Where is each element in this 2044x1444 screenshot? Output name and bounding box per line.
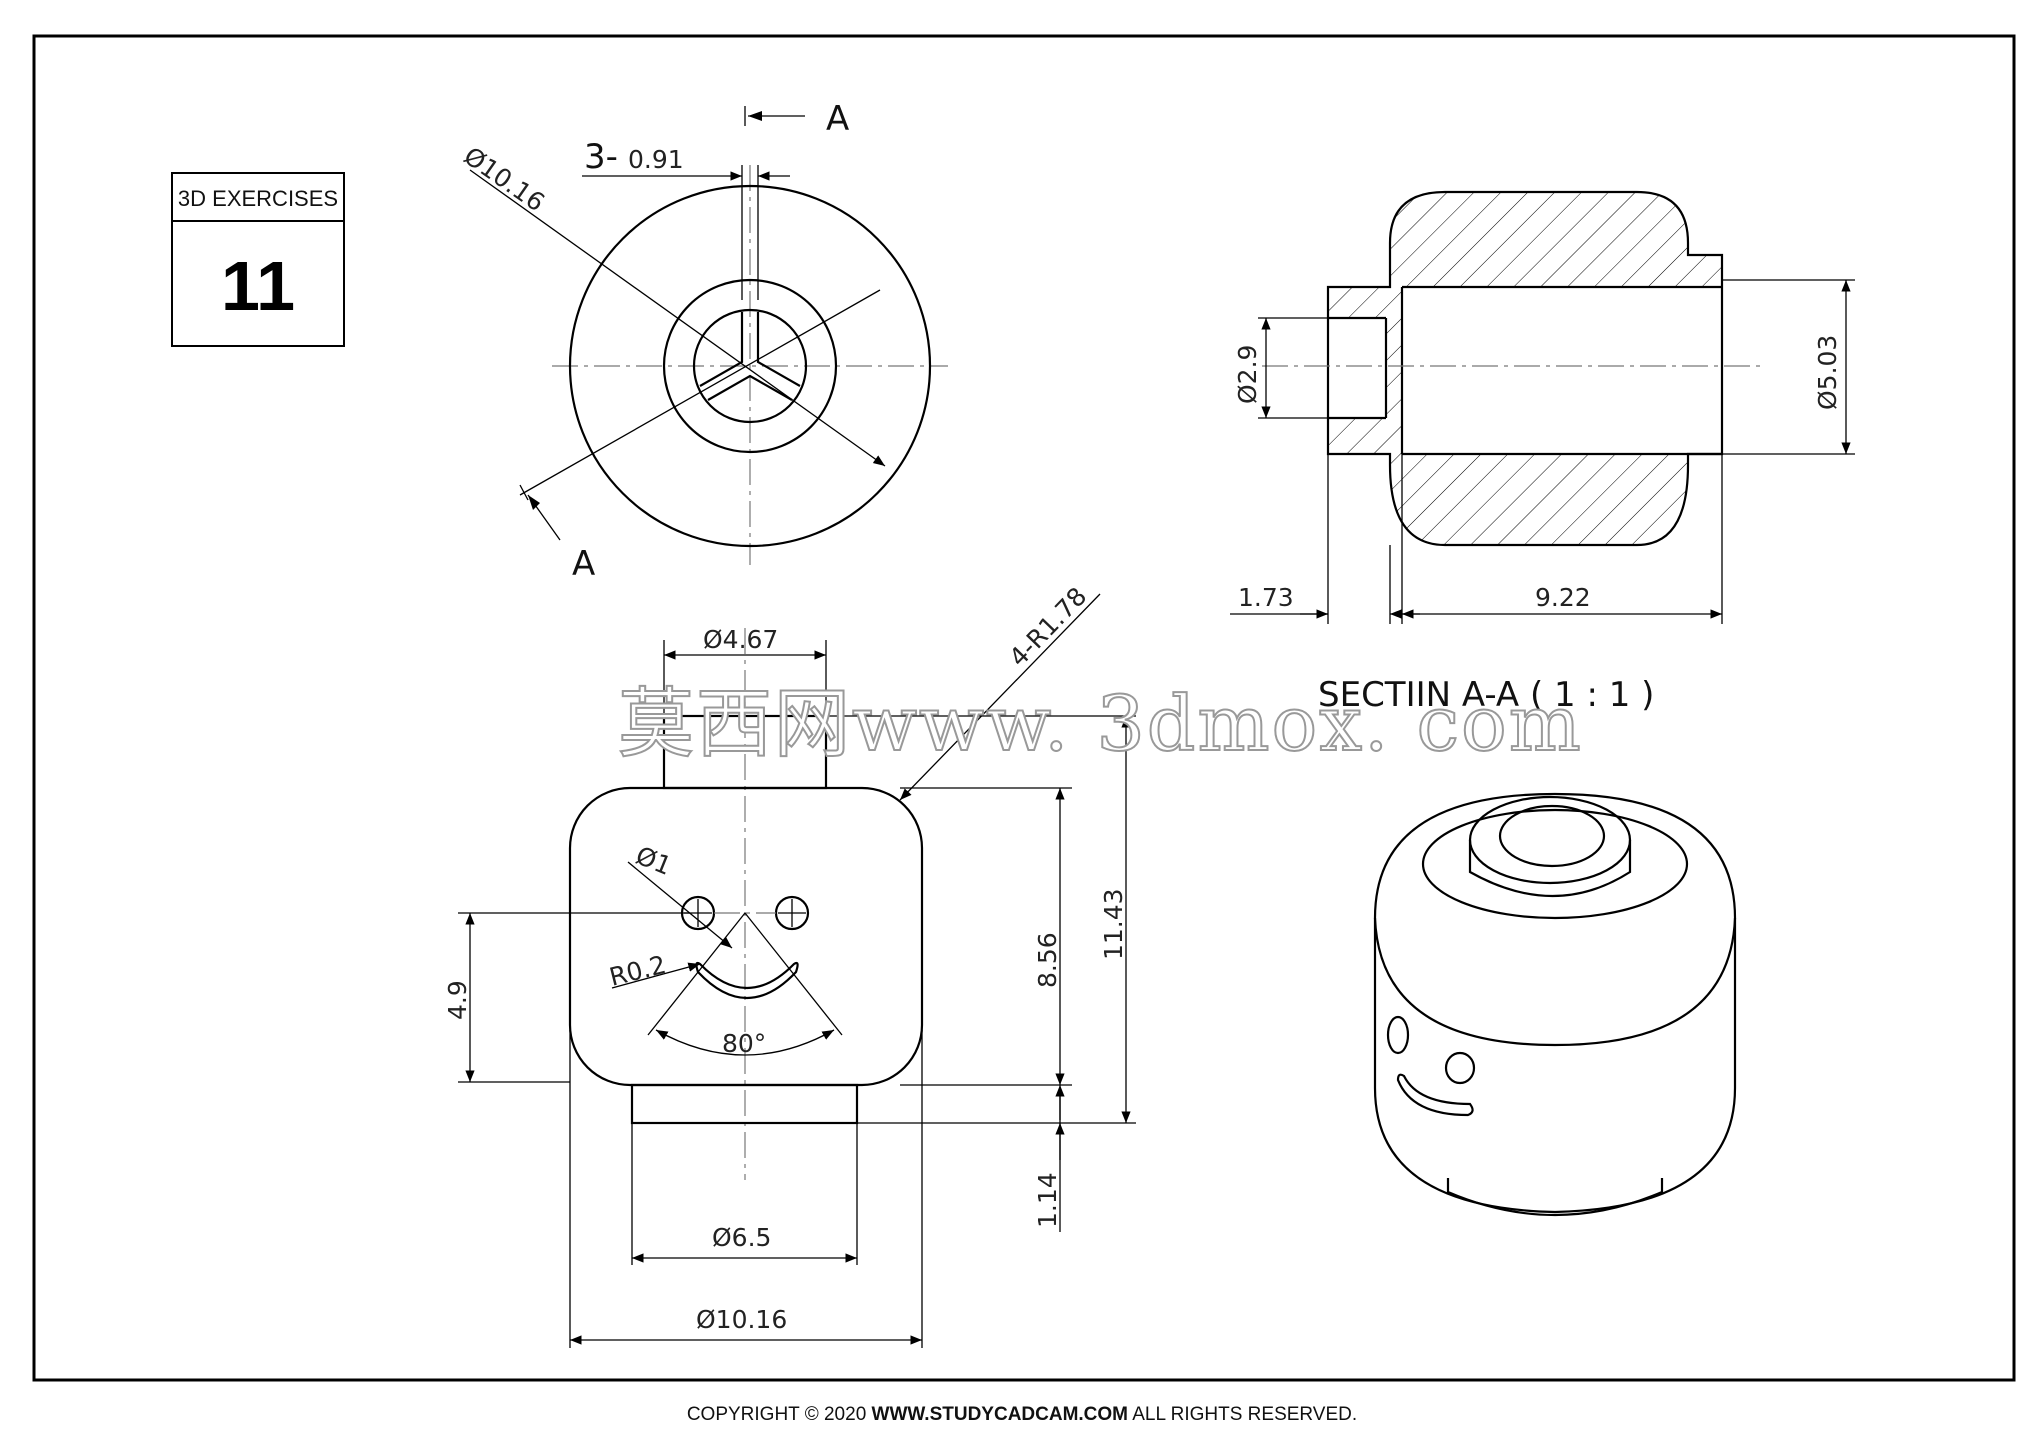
section-mark-top: A [826,99,849,139]
sheet-border [32,34,2016,1382]
dim-total-height: 11.43 [1099,888,1128,960]
section-title: SECTIIN A-A ( 1 : 1 ) [1318,675,1654,715]
section-view: Ø2.9 Ø5.03 1.73 9.22 SECTIIN A-A ( 1 : 1… [1230,190,1855,715]
dim-body-height: 8.56 [1033,932,1062,988]
dim-mouth-radius: R0.2 [606,950,668,992]
dim-main-length: 9.22 [1535,583,1591,612]
top-view: A A Ø10.16 3- 0.91 [459,99,948,584]
copyright-footer: COPYRIGHT © 2020 WWW.STUDYCADCAM.COM ALL… [687,1404,1357,1425]
dim-left-diameter: Ø2.9 [1233,345,1262,404]
section-mark-bottom: A [572,544,595,584]
isometric-view [1373,792,1737,1217]
footer-suffix: ALL RIGHTS RESERVED. [1128,1404,1357,1425]
dim-right-diameter: Ø5.03 [1813,335,1842,410]
section-line-a [519,106,881,541]
dim-eye-height: 4.9 [443,980,472,1020]
dim-corner-radius: 4-R1.78 [1003,582,1092,673]
dim-top-diameter: Ø4.67 [703,625,778,654]
footer-site-link[interactable]: WWW.STUDYCADCAM.COM [872,1404,1128,1425]
dim-eye-diameter: Ø1 [632,841,676,881]
dim-angle: 80° [722,1029,766,1058]
dim-left-length: 1.73 [1238,583,1294,612]
footer-prefix: COPYRIGHT © 2020 [687,1404,872,1425]
dim-bottom-length: 1.14 [1033,1172,1062,1228]
dim-outer-diameter: Ø10.16 [459,141,550,217]
exercise-number: 11 [221,247,295,325]
dim-slot-prefix: 3- [584,137,618,177]
watermark-text: 莫西网www. 3dmox. com [618,679,1583,768]
dim-slot-value: 0.91 [628,145,684,174]
dim-body-diameter: Ø10.16 [696,1305,787,1334]
title-block: 3D EXERCISES 11 [171,172,345,347]
title-block-label: 3D EXERCISES [178,186,338,211]
dim-bottom-diameter: Ø6.5 [712,1223,771,1252]
